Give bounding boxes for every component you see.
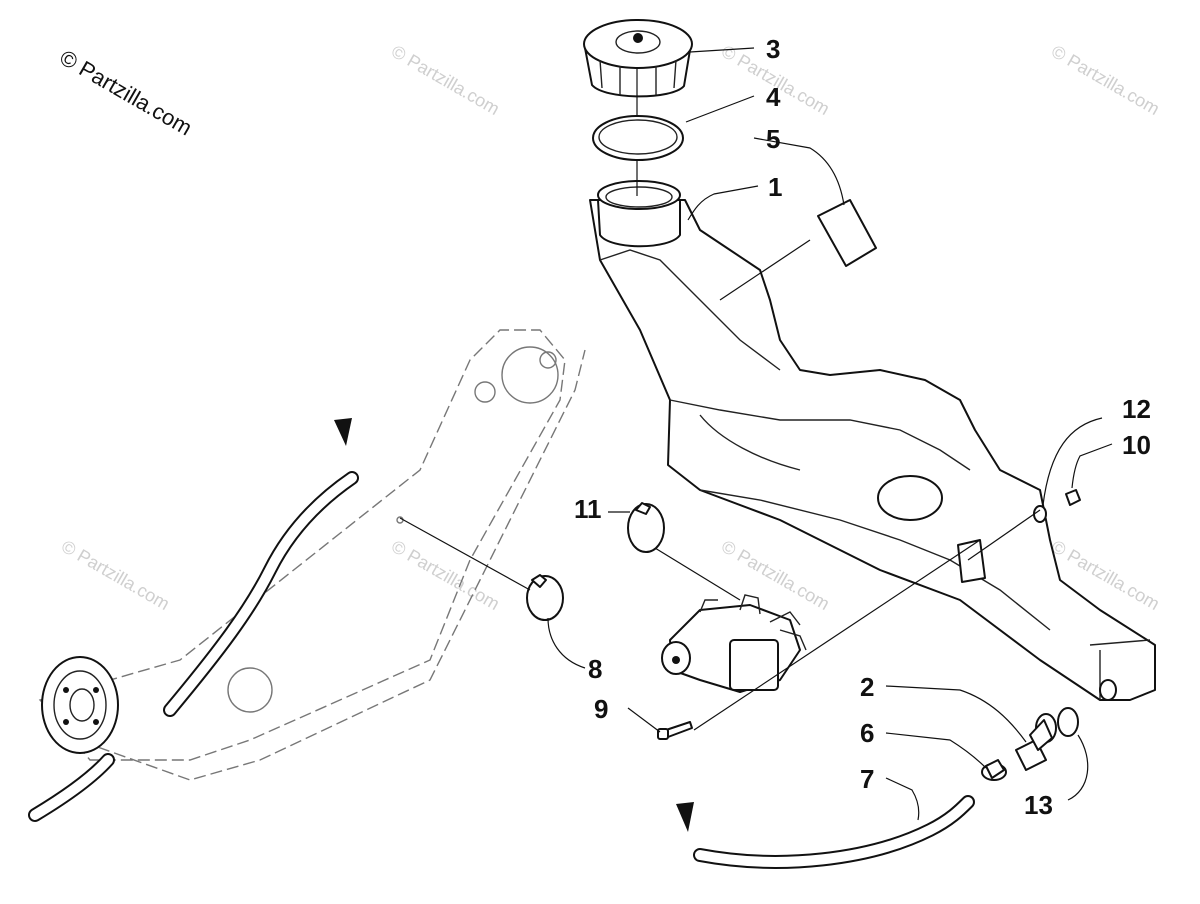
callout-5: 5 <box>766 124 780 154</box>
watermark: © Partzilla.com <box>58 536 173 614</box>
hose-clamp-8 <box>526 574 564 621</box>
callout-4: 4 <box>766 82 781 112</box>
watermark: © Partzilla.com <box>718 536 833 614</box>
watermark: © Partzilla.com <box>388 41 503 119</box>
decal <box>817 199 877 267</box>
hose-fitting <box>1015 713 1057 771</box>
copyright-text: © Partzilla.com <box>56 45 197 141</box>
callout-1: 1 <box>768 172 782 202</box>
leader-lines <box>399 47 1113 821</box>
callout-13: 13 <box>1024 790 1053 820</box>
hose-clamp-6 <box>981 759 1007 781</box>
callout-11: 11 <box>574 494 602 524</box>
callout-6: 6 <box>860 718 874 748</box>
fuel-line-left <box>28 471 359 822</box>
callout-8: 8 <box>588 654 602 684</box>
screw <box>657 721 693 740</box>
o-ring <box>1057 707 1079 737</box>
callout-9: 9 <box>594 694 608 724</box>
cap-gasket <box>592 115 684 161</box>
filler-neck <box>597 180 681 248</box>
callout-10: 10 <box>1122 430 1151 460</box>
fuel-valve-assembly <box>661 594 807 693</box>
watermark: © Partzilla.com <box>388 536 503 614</box>
fuel-cap <box>583 19 693 98</box>
fuel-tank <box>589 199 1156 701</box>
triangle-down-arrow-icon <box>334 418 352 446</box>
hose-clamp-11 <box>627 502 665 553</box>
watermark: © Partzilla.com <box>1048 41 1163 119</box>
fuel-line-7 <box>693 795 975 869</box>
triangle-down-arrow-icon <box>676 802 694 832</box>
callout-12: 12 <box>1122 394 1151 424</box>
callout-labels: 1 2 3 4 5 6 7 8 9 10 11 12 13 <box>574 34 1151 820</box>
wheel-hub <box>41 656 119 754</box>
nut <box>1065 489 1081 506</box>
callout-3: 3 <box>766 34 780 64</box>
frame-reference-outline <box>38 329 586 781</box>
callout-7: 7 <box>860 764 874 794</box>
callout-2: 2 <box>860 672 874 702</box>
washer <box>1033 505 1047 523</box>
